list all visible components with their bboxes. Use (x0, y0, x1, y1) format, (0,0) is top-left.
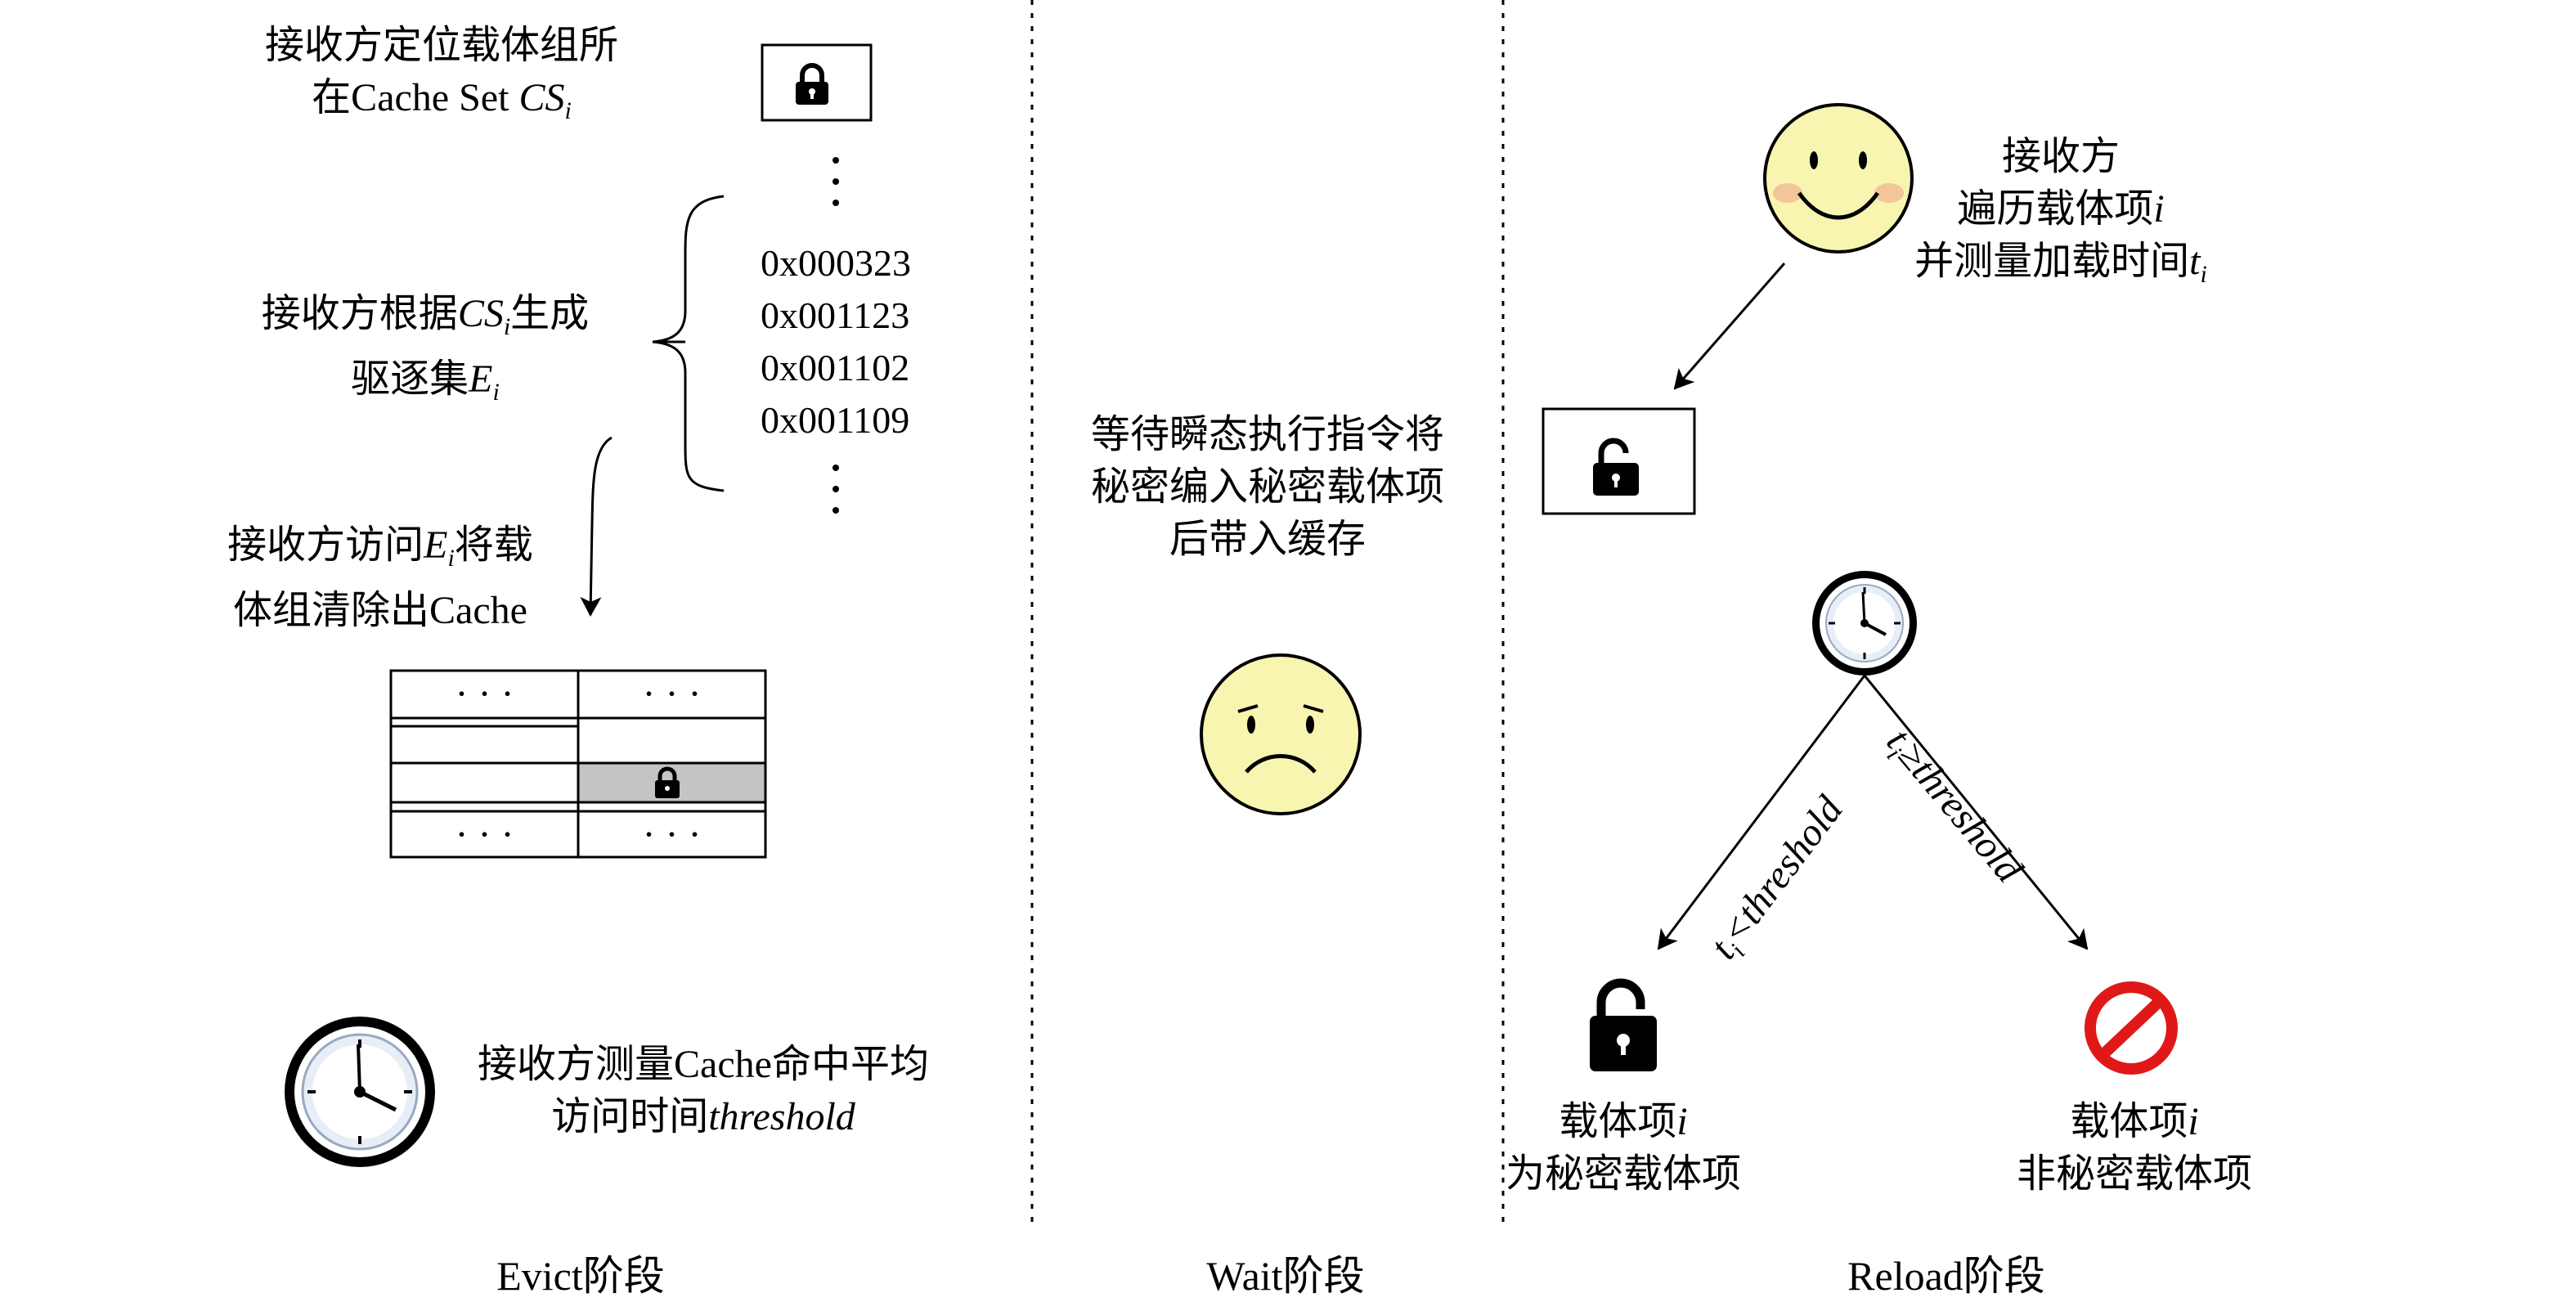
eviction-set-subscript: i (447, 545, 455, 572)
reload-line2-pre: 遍历载体项 (1957, 187, 2154, 231)
evict-access-line1: 接收方访问Ei将载 (188, 519, 572, 585)
cache-set-variable: CS (518, 76, 565, 119)
clock-icon (1812, 571, 1917, 676)
stage-label-wait: Wait阶段 (1206, 1253, 1365, 1299)
evict-locate-text: 接收方定位载体组所 在Cache Set CSi (213, 20, 671, 137)
eviction-set-variable: E (424, 523, 448, 567)
cache-set-subscript: i (564, 97, 572, 124)
eviction-set-brace (652, 195, 725, 492)
flow-arrow-reload (1673, 263, 1786, 390)
evict-access-line1-pre: 接收方访问 (227, 523, 424, 567)
item-variable: i (1676, 1100, 1688, 1143)
evict-generate-line1-post: 生成 (510, 292, 590, 335)
time-subscript: i (2200, 261, 2207, 288)
ellipsis-top (832, 157, 839, 206)
reload-line1: 接收方 (2001, 135, 2120, 178)
result-nonsecret-line2: 非秘密载体项 (2016, 1152, 2252, 1196)
result-nonsecret-text: 载体项i 非秘密载体项 (1995, 1096, 2273, 1201)
reload-description: 接收方 遍历载体项i 并测量加载时间ti (1881, 131, 2241, 301)
branch-arrow-left (1657, 675, 1866, 950)
stage-label-evict: Evict阶段 (496, 1253, 665, 1299)
evict-access-line1-post: 将载 (454, 523, 533, 567)
clock-icon (285, 1017, 435, 1167)
eviction-set-variable: E (469, 357, 493, 401)
wait-description: 等待瞬态执行指令将 秘密编入秘密载体项 后带入缓存 (1032, 409, 1503, 566)
cache-set-variable: CS (457, 292, 504, 335)
cache-cell-dots: · · · (642, 672, 702, 716)
reload-line2: 遍历载体项i (1881, 183, 2241, 236)
lock-icon (796, 63, 828, 105)
evict-locate-line2: 在Cache Set CSi (213, 72, 671, 137)
evict-measure-line2-pre: 访问时间 (551, 1095, 709, 1138)
result-nonsecret-line1: 载体项i (1995, 1096, 2273, 1148)
result-secret-line2: 为秘密载体项 (1505, 1152, 1741, 1196)
result-secret-line1-pre: 载体项 (1559, 1100, 1677, 1143)
evict-locate-line2-text: 在Cache Set (312, 76, 519, 119)
cache-cell-dots: · · · (642, 813, 702, 856)
address-list: 0x000323 0x001123 0x001102 0x001109 (761, 237, 911, 447)
flow-arrow-evict (580, 436, 613, 617)
address-item: 0x001123 (761, 294, 910, 336)
cache-table (389, 669, 767, 859)
evict-measure-text: 接收方测量Cache命中平均 访问时间threshold (450, 1039, 957, 1143)
wait-line1: 等待瞬态执行指令将 (1090, 413, 1444, 456)
wait-line3: 后带入缓存 (1169, 518, 1366, 561)
evict-generate-line1: 接收方根据CSi生成 (213, 288, 638, 353)
branch-arrow-right (1863, 675, 2089, 950)
threshold-variable: threshold (708, 1095, 855, 1138)
ellipsis-bottom (832, 465, 839, 514)
evict-access-text: 接收方访问Ei将载 体组清除出Cache (188, 519, 572, 637)
time-variable: t (2189, 240, 2201, 283)
evict-generate-line1-pre: 接收方根据 (261, 292, 458, 335)
reload-line3: 并测量加载时间ti (1881, 236, 2241, 301)
evict-measure-line2: 访问时间threshold (450, 1091, 957, 1143)
unlock-icon (1593, 438, 1639, 496)
cache-set-box (761, 43, 873, 122)
address-item: 0x001102 (761, 347, 910, 388)
evict-generate-text: 接收方根据CSi生成 驱逐集Ei (213, 288, 638, 419)
result-nonsecret-line1-pre: 载体项 (2070, 1100, 2188, 1143)
evict-locate-line1: 接收方定位载体组所 (264, 24, 618, 67)
result-secret-line1: 载体项i (1488, 1096, 1758, 1148)
stage-label-reload: Reload阶段 (1847, 1253, 2045, 1299)
cache-cell-dots: · · · (455, 672, 514, 716)
cache-cell-dots: · · · (455, 813, 514, 856)
lock-icon (655, 766, 680, 798)
address-item: 0x000323 (761, 242, 911, 284)
sad-face-icon (1200, 653, 1362, 815)
forbidden-icon (2085, 981, 2178, 1075)
unlock-icon (1590, 978, 1657, 1071)
item-variable: i (2153, 187, 2165, 231)
result-secret-text: 载体项i 为秘密载体项 (1488, 1096, 1758, 1201)
eviction-set-subscript: i (492, 379, 500, 406)
reload-box (1542, 407, 1696, 515)
wait-line2: 秘密编入秘密载体项 (1090, 465, 1444, 509)
cache-set-subscript: i (503, 313, 511, 340)
evict-generate-line2-pre: 驱逐集 (351, 357, 469, 401)
evict-access-line2: 体组清除出Cache (233, 589, 527, 632)
happy-face-icon (1763, 103, 1914, 254)
evict-measure-line1: 接收方测量Cache命中平均 (478, 1043, 929, 1086)
evict-generate-line2: 驱逐集Ei (213, 353, 638, 419)
address-item: 0x001109 (761, 399, 910, 441)
reload-line3-pre: 并测量加载时间 (1914, 240, 2190, 283)
item-variable: i (2188, 1100, 2199, 1143)
